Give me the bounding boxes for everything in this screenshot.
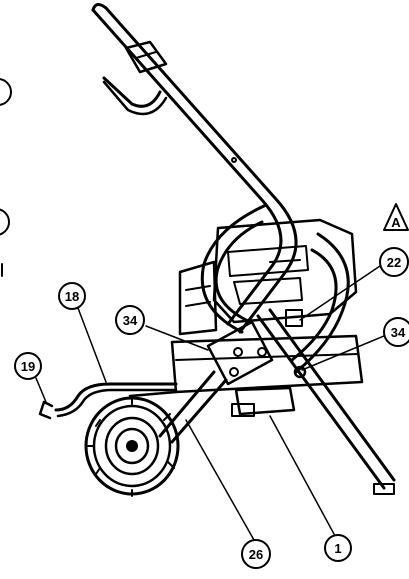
leader-lines <box>35 265 385 541</box>
callout-18: 18 <box>58 282 86 310</box>
hose <box>38 382 178 420</box>
callout-34-left: 34 <box>115 305 145 335</box>
svg-text:19: 19 <box>21 359 35 374</box>
svg-text:18: 18 <box>65 289 79 304</box>
mount-bracket-center <box>206 320 274 386</box>
rear-leg <box>256 308 396 495</box>
pump-base <box>170 334 364 417</box>
svg-text:26: 26 <box>249 547 263 562</box>
svg-text:A: A <box>391 215 401 230</box>
mount-bracket-right <box>293 365 307 379</box>
wheel-strut <box>128 370 228 444</box>
partial-callout-left-top <box>0 78 12 106</box>
warning-triangle-icon: A <box>383 203 409 231</box>
svg-text:34: 34 <box>123 313 138 328</box>
callout-34-right: 34 <box>383 317 409 347</box>
callout-22: 22 <box>379 247 409 277</box>
svg-text:22: 22 <box>387 255 401 270</box>
callout-19: 19 <box>14 352 42 380</box>
handle-frame <box>91 3 298 334</box>
lower-frame-loop <box>200 204 350 374</box>
svg-text:34: 34 <box>391 325 406 340</box>
wheel <box>84 396 180 497</box>
callout-26: 26 <box>241 539 271 569</box>
partial-callout-left-mid <box>0 208 10 277</box>
svg-text:1: 1 <box>334 541 341 556</box>
callout-1: 1 <box>324 534 352 562</box>
